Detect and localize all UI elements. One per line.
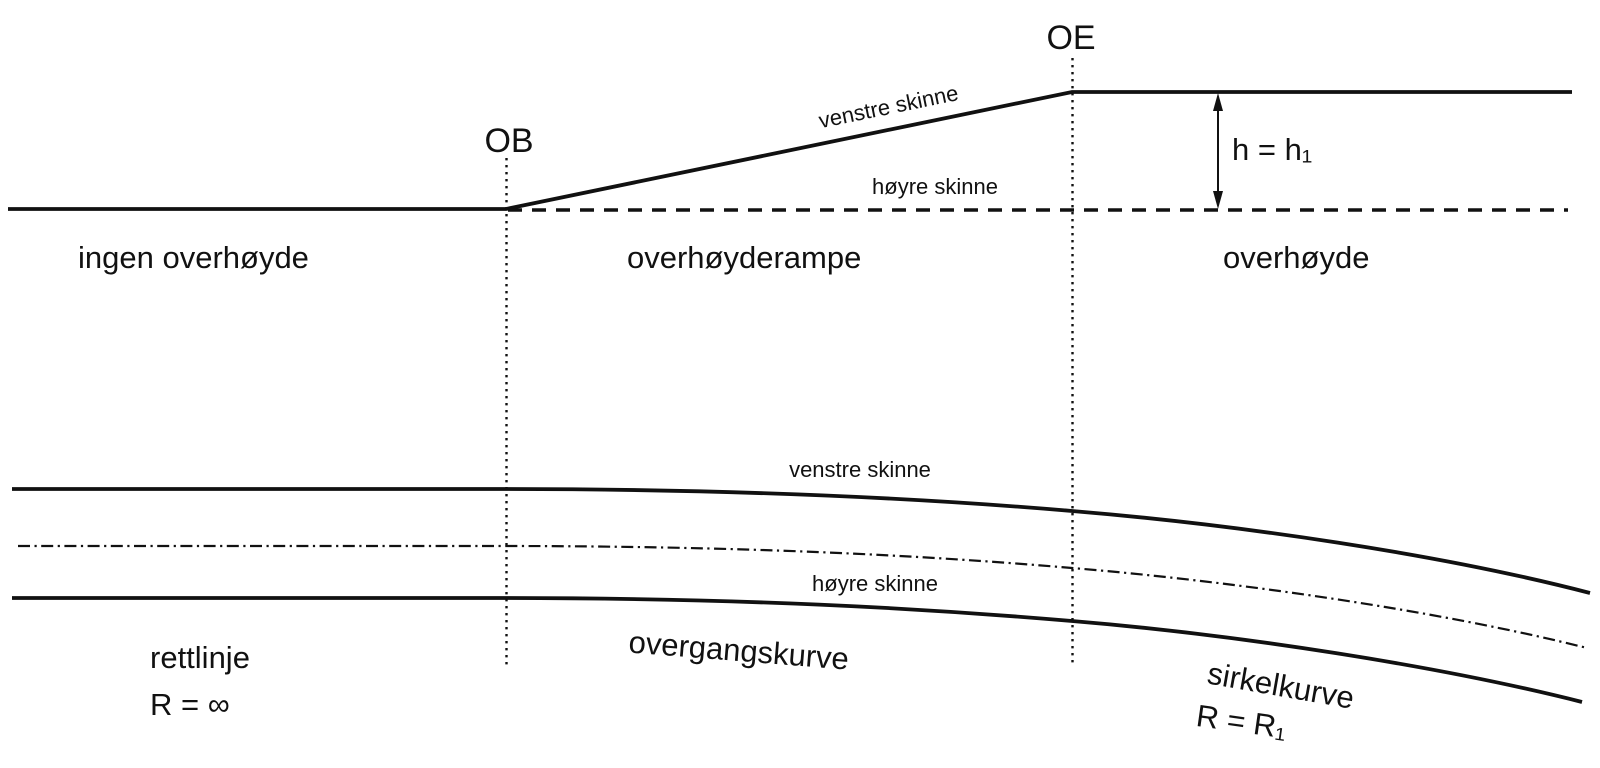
- zone-overgangskurve-label: overgangskurve: [628, 624, 851, 676]
- zone-overhoyderampe-label: overhøyderampe: [627, 240, 861, 275]
- plan-right-rail-curve: [12, 596, 1583, 704]
- plan-centerline: [18, 544, 1588, 650]
- zone-sirkelkurve-radius-label: R = R₁: [1194, 698, 1289, 745]
- profile-left-rail-label: venstre skinne: [816, 80, 960, 133]
- profile-left-rail-line: [8, 90, 1572, 211]
- plan-left-rail-curve: [12, 487, 1591, 595]
- ob-label: OB: [484, 122, 533, 160]
- zone-ingen-overhoyde-label: ingen overhøyde: [78, 240, 309, 275]
- height-arrow-up-head: [1213, 93, 1223, 111]
- zone-rettlinje-label: rettlinje: [150, 640, 250, 675]
- zone-overhoyde-label: overhøyde: [1223, 240, 1369, 275]
- height-label: h = h₁: [1232, 132, 1312, 167]
- height-arrow-down-head: [1213, 191, 1223, 209]
- height-arrow: [1213, 93, 1223, 209]
- oe-label: OE: [1046, 19, 1095, 57]
- zone-rettlinje-radius-label: R = ∞: [150, 687, 230, 722]
- profile-right-rail-label: høyre skinne: [872, 174, 998, 199]
- plan-right-rail-label: høyre skinne: [812, 571, 938, 596]
- plan-left-rail-label: venstre skinne: [789, 457, 931, 482]
